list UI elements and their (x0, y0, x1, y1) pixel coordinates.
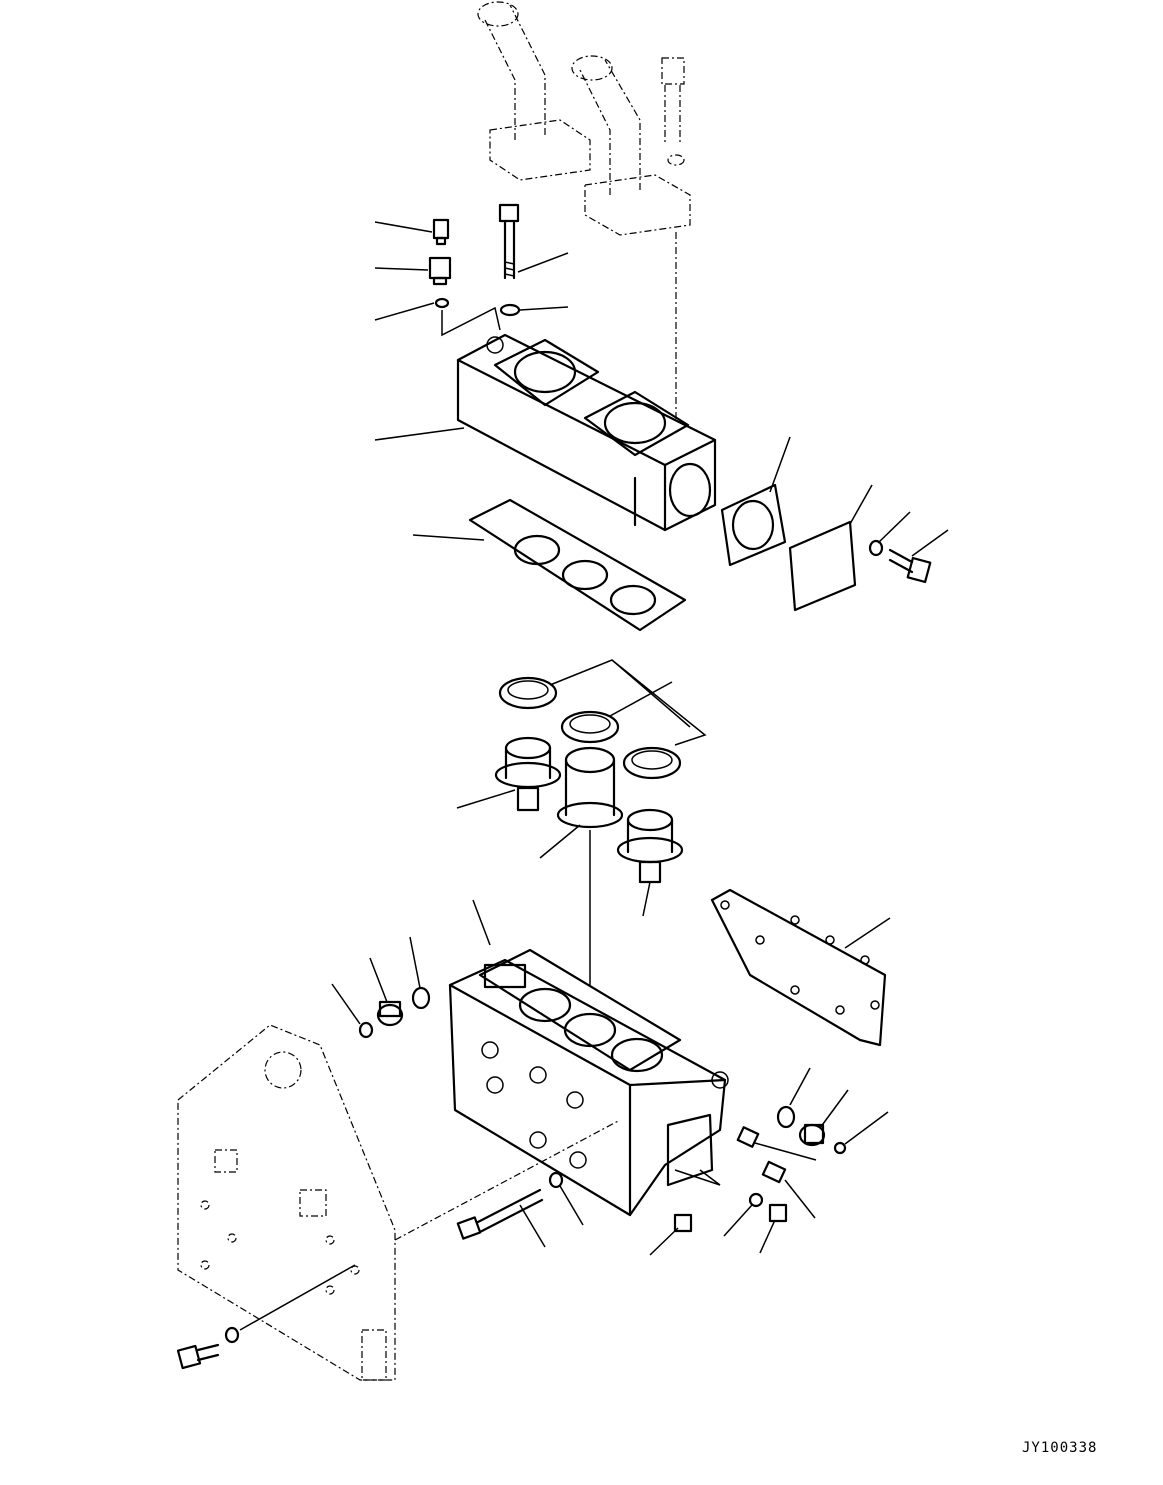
seal-rings (498, 659, 707, 780)
adapter-fitting (428, 256, 452, 286)
bolt-right (888, 548, 932, 584)
drain-plug-center (673, 1213, 693, 1233)
sensor-fitting-2 (761, 1160, 787, 1184)
thermostat-housing (456, 333, 717, 532)
o-ring-left-1 (358, 1021, 374, 1039)
long-bolt-top (498, 203, 520, 280)
plug-right (798, 1123, 826, 1147)
leader-lines (331, 221, 949, 1256)
housing-gasket (468, 498, 687, 632)
washer-bottom-left (224, 1326, 240, 1344)
phantom-outlet-pipes (477, 1, 691, 420)
bolt-bottom-left (176, 1343, 220, 1370)
o-ring-small-top (434, 297, 450, 309)
side-gasket (720, 483, 787, 567)
o-ring-right-2 (833, 1141, 847, 1155)
thermostat-center (556, 746, 624, 829)
drawing-code: JY100338 (1022, 1440, 1098, 1456)
vent-plug (432, 218, 450, 246)
cover-plate (788, 520, 857, 612)
assembly-line-bottom (239, 1264, 356, 1331)
o-ring-right-1 (776, 1105, 796, 1129)
thermostat-left (494, 736, 562, 812)
long-bolt-bottom (456, 1188, 544, 1240)
assembly-line-top (441, 306, 501, 337)
plug-left (376, 1000, 404, 1027)
o-ring-left-2 (411, 986, 431, 1010)
phantom-bracket (177, 1024, 621, 1381)
drain-plug-right (768, 1203, 788, 1223)
thermostat-case (448, 948, 729, 1217)
washer-bottom-right (748, 1192, 764, 1208)
washer-bottom-center (548, 1171, 564, 1189)
thermostat-right (616, 808, 684, 884)
washer-right (868, 539, 884, 557)
right-gasket (710, 888, 887, 1047)
sensor-fitting-1 (736, 1126, 760, 1148)
washer-top (499, 303, 521, 317)
